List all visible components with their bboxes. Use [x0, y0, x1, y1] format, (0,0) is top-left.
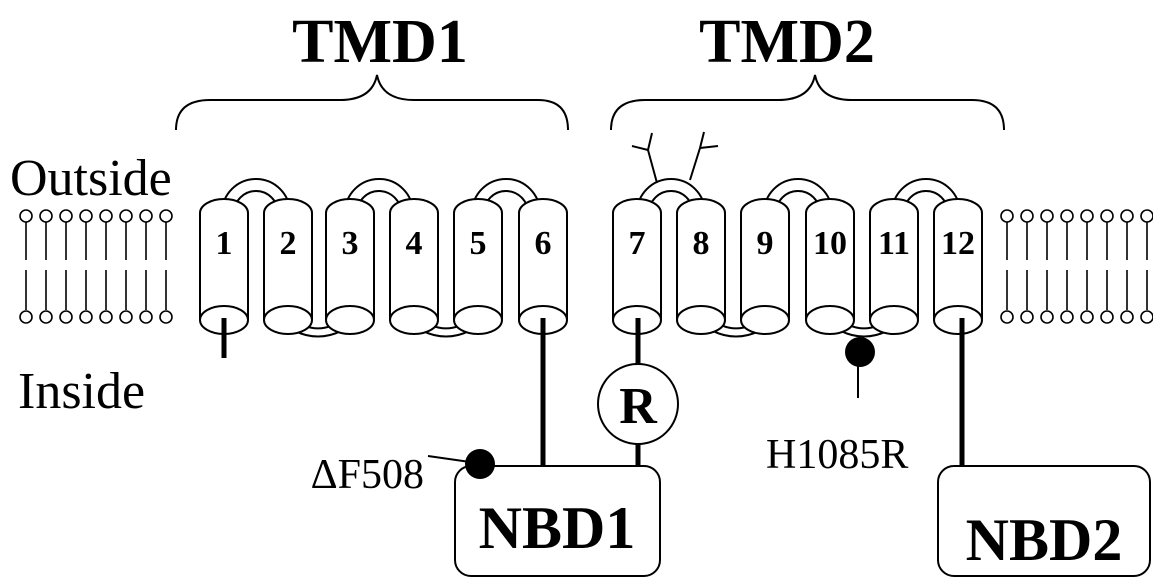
tmd2-brace — [610, 74, 1005, 131]
helix-5: 5 — [453, 198, 503, 335]
lipid-molecule — [79, 209, 93, 324]
lipid-molecule — [139, 209, 153, 324]
lipid-molecule — [1140, 209, 1153, 324]
helix-number: 5 — [470, 225, 487, 262]
helix-number: 6 — [535, 225, 552, 262]
helix-number: 12 — [941, 225, 975, 262]
deltaf508-marker — [465, 449, 495, 479]
helix-8: 8 — [676, 198, 726, 335]
tmd1-brace — [175, 74, 569, 131]
lipid-molecule — [99, 209, 113, 324]
lipid-molecule — [1000, 209, 1014, 324]
helix-4: 4 — [389, 198, 439, 335]
lipid-molecule — [19, 209, 33, 324]
lipid-molecule — [1080, 209, 1094, 324]
helix-7: 7 — [612, 198, 662, 335]
lipid-molecule — [1060, 209, 1074, 324]
helix-11: 11 — [869, 198, 919, 335]
tmd2-label: TMD2 — [699, 8, 875, 76]
helix-10: 10 — [805, 198, 855, 335]
nbd2-label: NBD2 — [966, 507, 1123, 573]
nbd1-box — [454, 465, 661, 577]
lipid-molecule — [59, 209, 73, 324]
lipid-molecule — [1120, 209, 1134, 324]
helix-6: 6 — [518, 198, 568, 335]
r-domain-label: R — [619, 378, 658, 435]
helix-number: 4 — [406, 225, 423, 262]
helix-number: 1 — [216, 225, 233, 262]
tmd1-label: TMD1 — [292, 8, 468, 76]
deltaf508-pointer — [427, 455, 471, 463]
h1085r-marker — [845, 337, 875, 367]
helix-number: 9 — [757, 225, 774, 262]
lipid-bilayer-right — [1000, 209, 1153, 324]
nbd2-box — [937, 465, 1151, 577]
helix-number: 7 — [629, 225, 646, 262]
helix-number: 2 — [280, 225, 297, 262]
h1085r-label: H1085R — [766, 432, 908, 478]
lipid-molecule — [1100, 209, 1114, 324]
r-domain-circle — [597, 363, 679, 445]
glycosylation-branches — [631, 131, 719, 184]
lipid-molecule — [159, 209, 173, 324]
outside-label: Outside — [10, 150, 172, 207]
helix-number: 8 — [693, 225, 710, 262]
lipid-bilayer-left — [19, 209, 173, 324]
helix-number: 3 — [342, 225, 359, 262]
lipid-molecule — [1040, 209, 1054, 324]
lipid-molecule — [119, 209, 133, 324]
lipid-molecule — [1020, 209, 1034, 324]
lipid-molecule — [39, 209, 53, 324]
helix-9: 9 — [740, 198, 790, 335]
inside-label: Inside — [18, 363, 145, 420]
helix-12: 12 — [933, 198, 983, 335]
helix-number: 11 — [878, 225, 910, 262]
nbd1-label: NBD1 — [479, 495, 636, 561]
connectors — [221, 318, 965, 466]
helix-2: 2 — [263, 198, 313, 335]
helix-number: 10 — [813, 225, 847, 262]
helix-3: 3 — [325, 198, 375, 335]
deltaf508-label: ΔF508 — [311, 452, 424, 498]
helix-1: 1 — [199, 198, 249, 335]
